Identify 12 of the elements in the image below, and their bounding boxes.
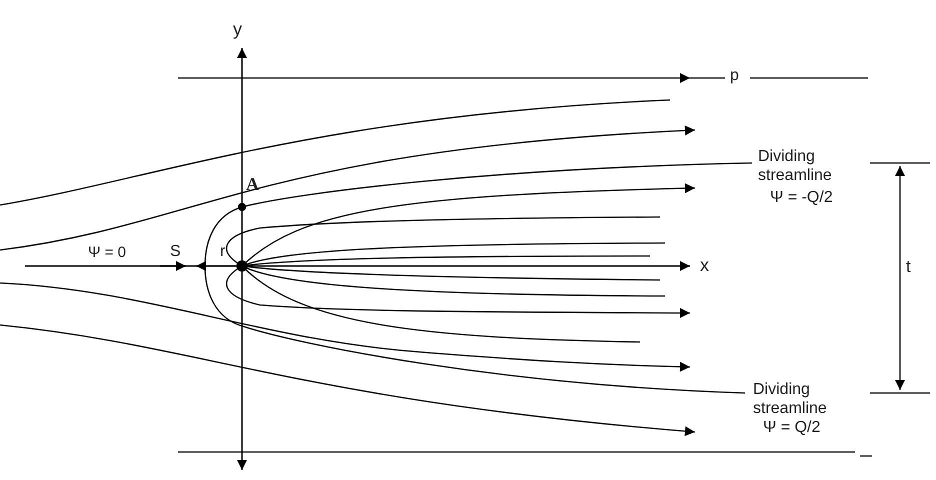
- stream-function-label: Ψ = 0: [88, 243, 126, 262]
- stream-function-label: Ψ = -Q/2: [770, 188, 833, 207]
- line-label: p: [730, 66, 739, 85]
- point-label: S: [170, 242, 181, 261]
- streamline-label: Dividing streamline: [758, 147, 833, 185]
- point-label: A: [246, 175, 259, 194]
- stream-function-label: Ψ = Q/2: [763, 418, 820, 437]
- dimension-label: r: [220, 242, 226, 261]
- streamline-label: Dividing streamline: [753, 380, 828, 418]
- dimension-label: t: [906, 257, 911, 276]
- axis-label: y: [233, 20, 242, 39]
- axis-label: x: [700, 256, 709, 275]
